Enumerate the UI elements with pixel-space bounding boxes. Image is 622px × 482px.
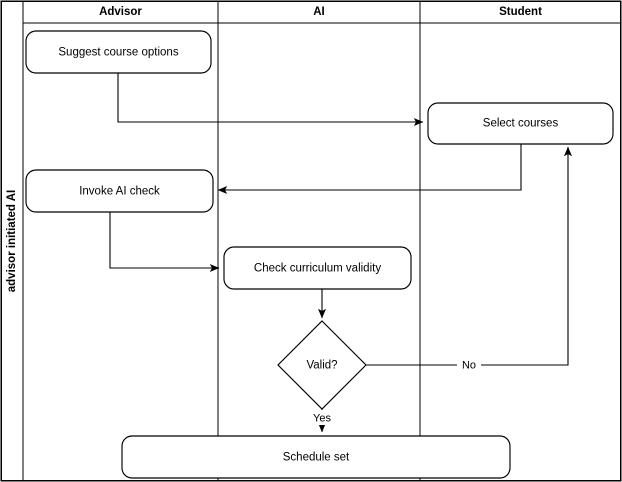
node-invoke-ai-check-label: Invoke AI check xyxy=(79,186,160,198)
node-schedule-set-label: Schedule set xyxy=(283,452,350,464)
lane-header-advisor: Advisor xyxy=(99,6,142,18)
node-suggest-course-options-label: Suggest course options xyxy=(58,47,178,59)
node-suggest-course-options[interactable]: Suggest course options xyxy=(25,30,212,74)
lane-header-student: Student xyxy=(499,6,542,18)
node-suggest-course-options-shape[interactable] xyxy=(25,30,212,74)
edge-label-no: No xyxy=(462,359,476,371)
edge-valid-no xyxy=(366,146,572,366)
lane-header-ai: AI xyxy=(313,6,325,18)
node-valid-decision-shape[interactable] xyxy=(277,320,367,410)
node-schedule-set-shape[interactable] xyxy=(121,435,511,479)
edge-label-yes: Yes xyxy=(313,412,331,424)
node-invoke-ai-check[interactable]: Invoke AI check xyxy=(25,169,214,213)
node-select-courses[interactable]: Select courses xyxy=(427,102,614,145)
node-check-curriculum-validity-label: Check curriculum validity xyxy=(254,263,381,275)
node-invoke-ai-check-shape[interactable] xyxy=(25,169,214,213)
edge-label-no-backdrop xyxy=(457,357,481,373)
pool-label: advisor initiated AI xyxy=(6,190,18,292)
edge-invoke-to-check xyxy=(109,212,220,272)
edge-suggest-to-select xyxy=(117,73,424,126)
node-check-curriculum-validity-shape[interactable] xyxy=(223,246,412,290)
node-valid-decision[interactable]: Valid? xyxy=(277,320,367,410)
edge-label-yes-backdrop xyxy=(310,410,336,425)
node-schedule-set[interactable]: Schedule set xyxy=(121,435,511,479)
node-check-curriculum-validity[interactable]: Check curriculum validity xyxy=(223,246,412,290)
edge-select-to-invoke xyxy=(217,143,522,194)
node-valid-decision-label: Valid? xyxy=(306,360,337,372)
node-select-courses-label: Select courses xyxy=(483,118,559,130)
node-select-courses-shape[interactable] xyxy=(427,102,614,145)
